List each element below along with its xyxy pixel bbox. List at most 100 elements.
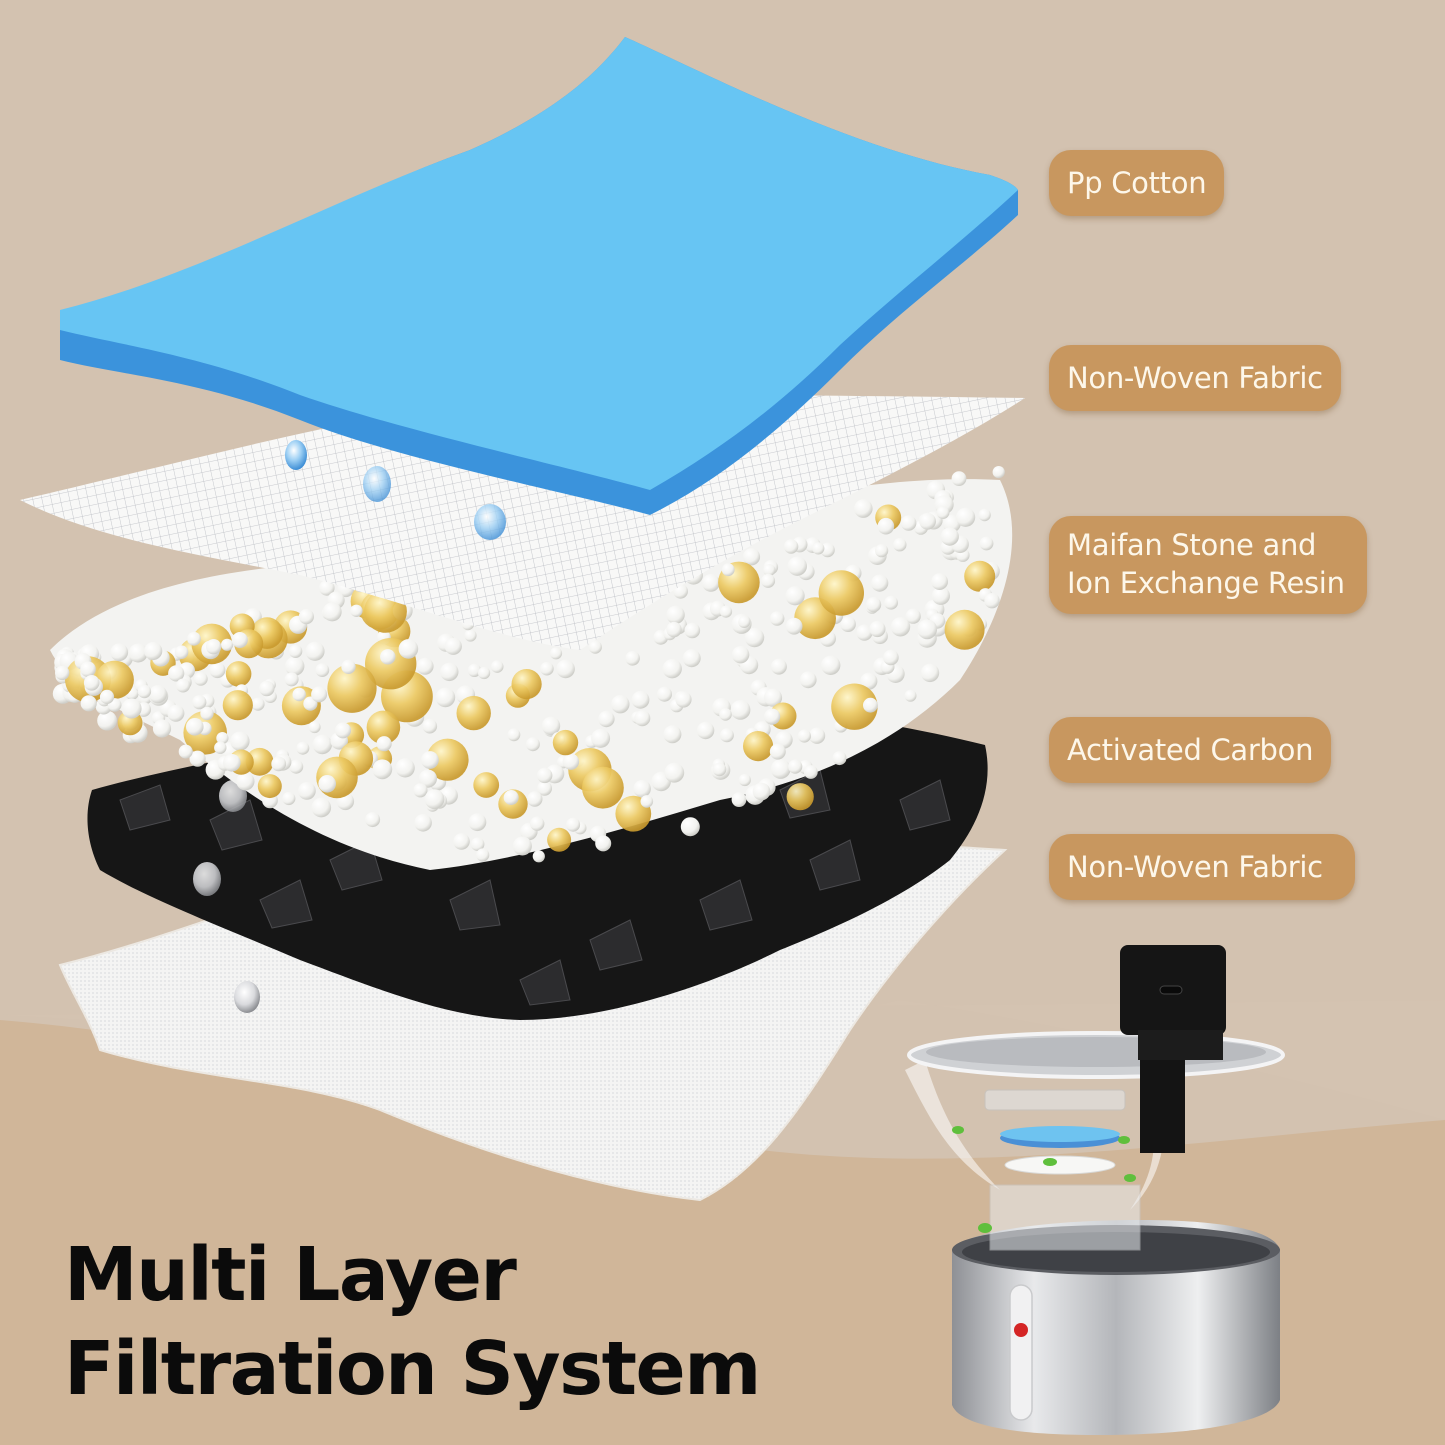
maifan-stone-bead xyxy=(470,837,485,851)
maifan-stone-bead xyxy=(308,721,321,734)
label-non-woven-fabric-top: Non-Woven Fabric xyxy=(1049,345,1341,411)
maifan-stone-bead xyxy=(312,734,332,755)
resin-bead xyxy=(95,660,134,699)
maifan-stone-bead xyxy=(625,651,640,666)
maifan-stone-bead xyxy=(525,737,540,752)
maifan-stone-bead xyxy=(223,754,241,772)
maifan-stone-bead xyxy=(80,695,97,712)
maifan-stone-bead xyxy=(97,710,117,731)
maifan-stone-bead xyxy=(631,690,650,709)
resin-bead xyxy=(511,669,542,700)
maifan-stone-bead xyxy=(877,517,895,535)
maifan-stone-bead xyxy=(236,772,255,791)
maifan-stone-bead xyxy=(537,767,553,784)
maifan-stone-bead xyxy=(738,773,751,787)
maifan-stone-bead xyxy=(744,627,765,648)
maifan-stone-bead xyxy=(730,700,751,720)
maifan-stone-bead xyxy=(752,782,771,801)
maifan-stone-bead xyxy=(507,728,521,742)
maifan-stone-bead xyxy=(940,527,959,546)
maifan-stone-bead xyxy=(764,708,781,725)
maifan-stone-bead xyxy=(424,789,445,810)
maifan-stone-bead xyxy=(418,769,437,788)
resin-bead xyxy=(552,729,579,756)
maifan-stone-bead xyxy=(738,616,751,628)
resin-bead xyxy=(944,609,985,650)
maifan-stone-bead xyxy=(860,672,878,690)
maifan-stone-bead xyxy=(284,672,299,687)
maifan-stone-bead xyxy=(380,649,396,665)
maifan-stone-bead xyxy=(110,643,129,662)
maifan-stone-bead xyxy=(467,663,481,678)
maifan-stone-bead xyxy=(595,835,612,852)
maifan-stone-bead xyxy=(696,721,715,740)
maifan-stone-bead xyxy=(435,687,456,708)
maifan-stone-bead xyxy=(512,836,532,856)
maifan-stone-bead xyxy=(770,759,791,779)
maifan-stone-bead xyxy=(315,663,330,677)
maifan-stone-bead xyxy=(231,632,248,648)
maifan-stone-bead xyxy=(422,718,438,734)
maifan-stone-bead xyxy=(416,657,434,675)
maifan-stone-bead xyxy=(832,751,847,766)
maifan-stone-bead xyxy=(205,639,222,655)
headline-title: Multi Layer Filtration System xyxy=(64,1232,761,1412)
maifan-stone-bead xyxy=(189,750,206,767)
maifan-stone-bead xyxy=(152,719,172,738)
maifan-stone-bead xyxy=(186,718,204,736)
water-droplet-icon xyxy=(285,440,307,470)
water-droplet-icon xyxy=(234,981,260,1013)
maifan-stone-bead xyxy=(662,659,682,679)
maifan-stone-bead xyxy=(904,689,917,702)
maifan-stone-bead xyxy=(365,812,381,828)
maifan-stone-bead xyxy=(562,753,580,770)
maifan-stone-bead xyxy=(193,672,208,686)
maifan-stone-bead xyxy=(350,604,363,617)
resin-bead xyxy=(327,663,377,713)
maifan-stone-bead xyxy=(863,697,878,713)
resin-bead xyxy=(547,827,572,852)
maifan-stone-bead xyxy=(128,643,148,663)
maifan-stone-bead xyxy=(785,617,803,635)
maifan-stone-bead xyxy=(282,791,296,806)
maifan-stone-bead xyxy=(187,631,201,646)
maifan-stone-bead xyxy=(556,659,575,679)
maifan-stone-bead xyxy=(984,593,1000,609)
usb-c-port-icon xyxy=(1159,985,1183,995)
maifan-stone-bead xyxy=(803,765,818,779)
maifan-stone-bead xyxy=(413,783,428,798)
maifan-stone-bead xyxy=(271,756,287,772)
resin-bead xyxy=(818,570,864,616)
maifan-stone-bead xyxy=(890,617,911,637)
resin-bead xyxy=(964,560,996,592)
maifan-stone-bead xyxy=(875,544,889,558)
maifan-stone-bead xyxy=(719,605,733,618)
maifan-stone-bead xyxy=(221,638,234,651)
maifan-stone-bead xyxy=(664,762,685,783)
maifan-stone-bead xyxy=(719,728,734,743)
label-activated-carbon: Activated Carbon xyxy=(1049,717,1332,783)
maifan-stone-bead xyxy=(372,759,393,780)
resin-bead xyxy=(225,661,252,687)
maifan-stone-bead xyxy=(168,665,185,682)
maifan-stone-bead xyxy=(144,641,163,661)
maifan-stone-bead xyxy=(666,605,685,625)
maifan-stone-bead xyxy=(176,678,191,693)
maifan-stone-bead xyxy=(335,722,351,739)
label-pp-cotton: Pp Cotton xyxy=(1049,150,1225,216)
maifan-stone-bead xyxy=(55,665,70,681)
label-maifan-stone-ion-exchange-resin: Maifan Stone and Ion Exchange Resin xyxy=(1049,516,1367,614)
maifan-stone-bead xyxy=(527,791,543,807)
maifan-stone-bead xyxy=(200,706,214,721)
maifan-stone-bead xyxy=(731,646,750,664)
maifan-stone-bead xyxy=(684,622,701,639)
maifan-stone-bead xyxy=(657,686,672,702)
maifan-stone-bead xyxy=(799,671,817,689)
maifan-stone-bead xyxy=(931,586,951,605)
maifan-stone-bead xyxy=(376,736,392,752)
maifan-stone-bead xyxy=(230,731,250,751)
maifan-stone-bead xyxy=(540,661,554,676)
maifan-stone-bead xyxy=(311,797,332,818)
maifan-stone-bead xyxy=(192,695,207,710)
maifan-stone-bead xyxy=(866,597,882,613)
